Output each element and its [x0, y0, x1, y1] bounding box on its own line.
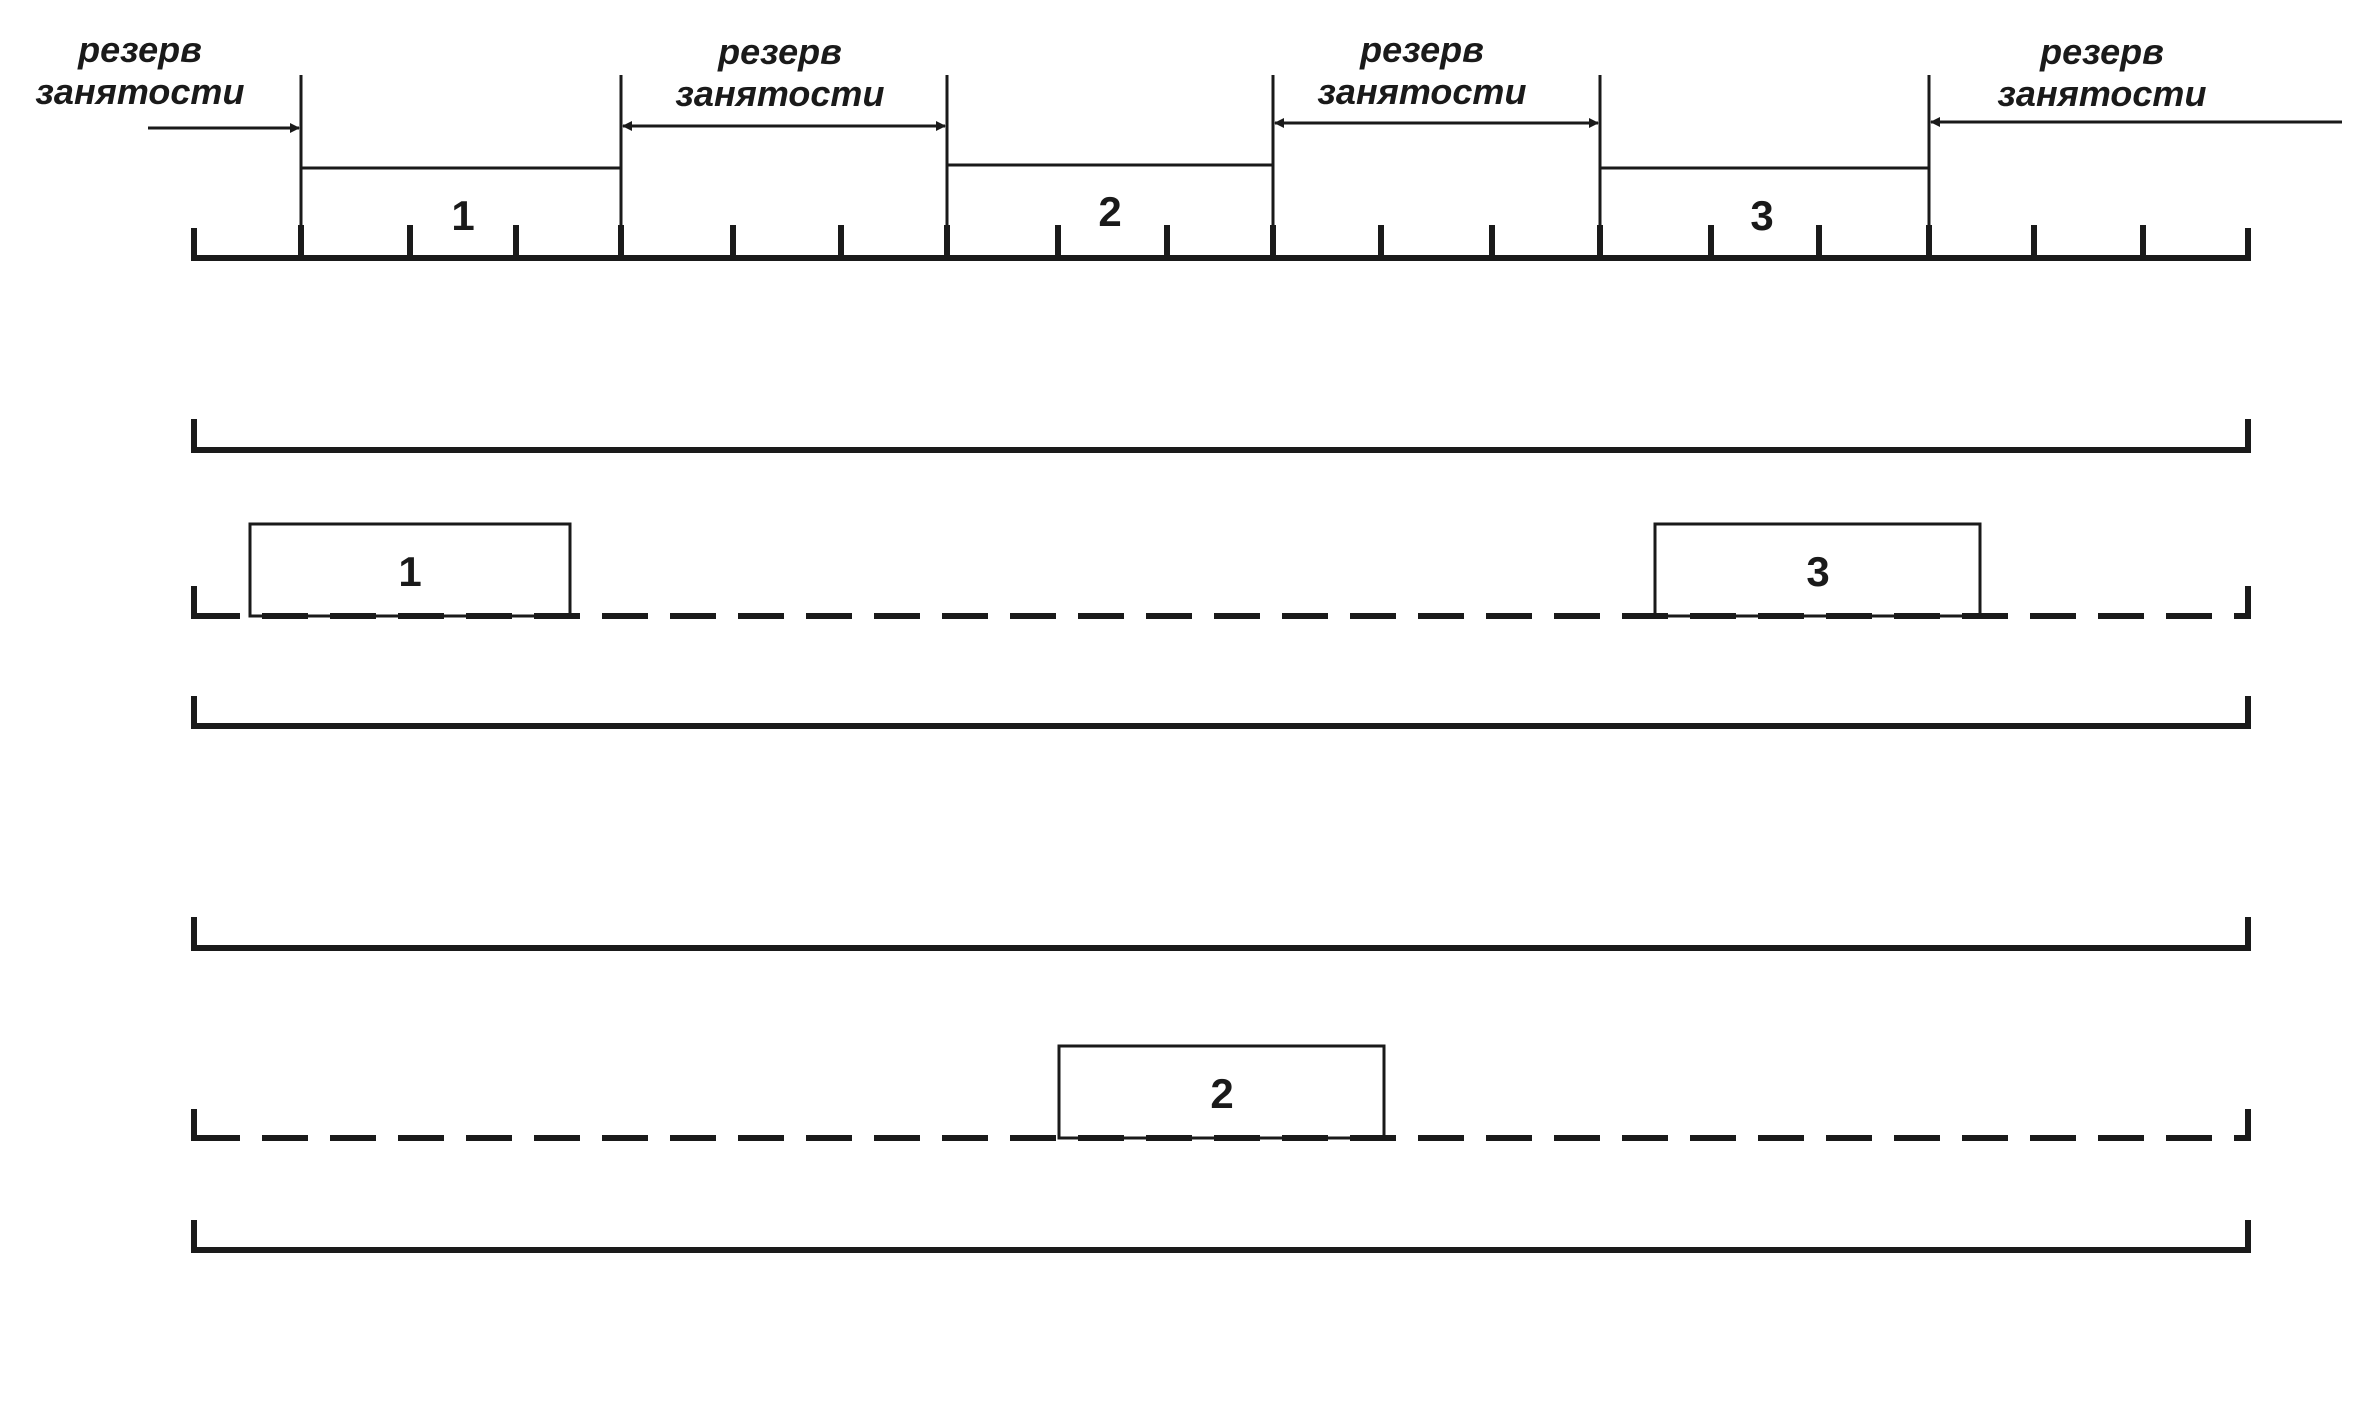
- track-solid-7: [191, 1220, 2251, 1253]
- track-block-1-label: 1: [451, 192, 474, 239]
- reserve-label-1-line2: занятости: [36, 71, 245, 112]
- dashed-a-block-1-label: 1: [398, 548, 421, 595]
- track-top: [191, 228, 2251, 261]
- reserve-label-3-line1: резерв: [1359, 29, 1484, 70]
- track-top-ticks: [298, 225, 2146, 258]
- dashed-a-block-1: [248, 522, 572, 618]
- reserve-label-4: резерв занятости: [1998, 31, 2207, 114]
- reserve-label-3-line2: занятости: [1318, 71, 1527, 112]
- track-block-3-label: 3: [1750, 192, 1773, 239]
- reserve-label-4-line2: занятости: [1998, 73, 2207, 114]
- dashed-a-block-3: [1653, 522, 1982, 618]
- track-block-2-label: 2: [1098, 188, 1121, 235]
- reserve-label-1-line1: резерв: [77, 29, 202, 70]
- reserve-label-2-line1: резерв: [717, 31, 842, 72]
- track-dashed-a: 1 3: [191, 522, 2251, 619]
- track-solid-5: [191, 917, 2251, 951]
- dashed-b-block-2: [1057, 1044, 1386, 1140]
- track-dashed-b: 2: [191, 1044, 2251, 1141]
- track-solid-2: [191, 419, 2251, 453]
- reserve-label-4-line1: резерв: [2039, 31, 2164, 72]
- reserve-label-2-line2: занятости: [676, 73, 885, 114]
- reserve-label-1: резерв занятости: [36, 29, 245, 112]
- reserve-label-2: резерв занятости: [676, 31, 885, 114]
- reserve-label-3: резерв занятости: [1318, 29, 1527, 112]
- dashed-b-block-2-label: 2: [1210, 1070, 1233, 1117]
- dashed-a-block-3-label: 3: [1806, 548, 1829, 595]
- track-solid-4: [191, 696, 2251, 729]
